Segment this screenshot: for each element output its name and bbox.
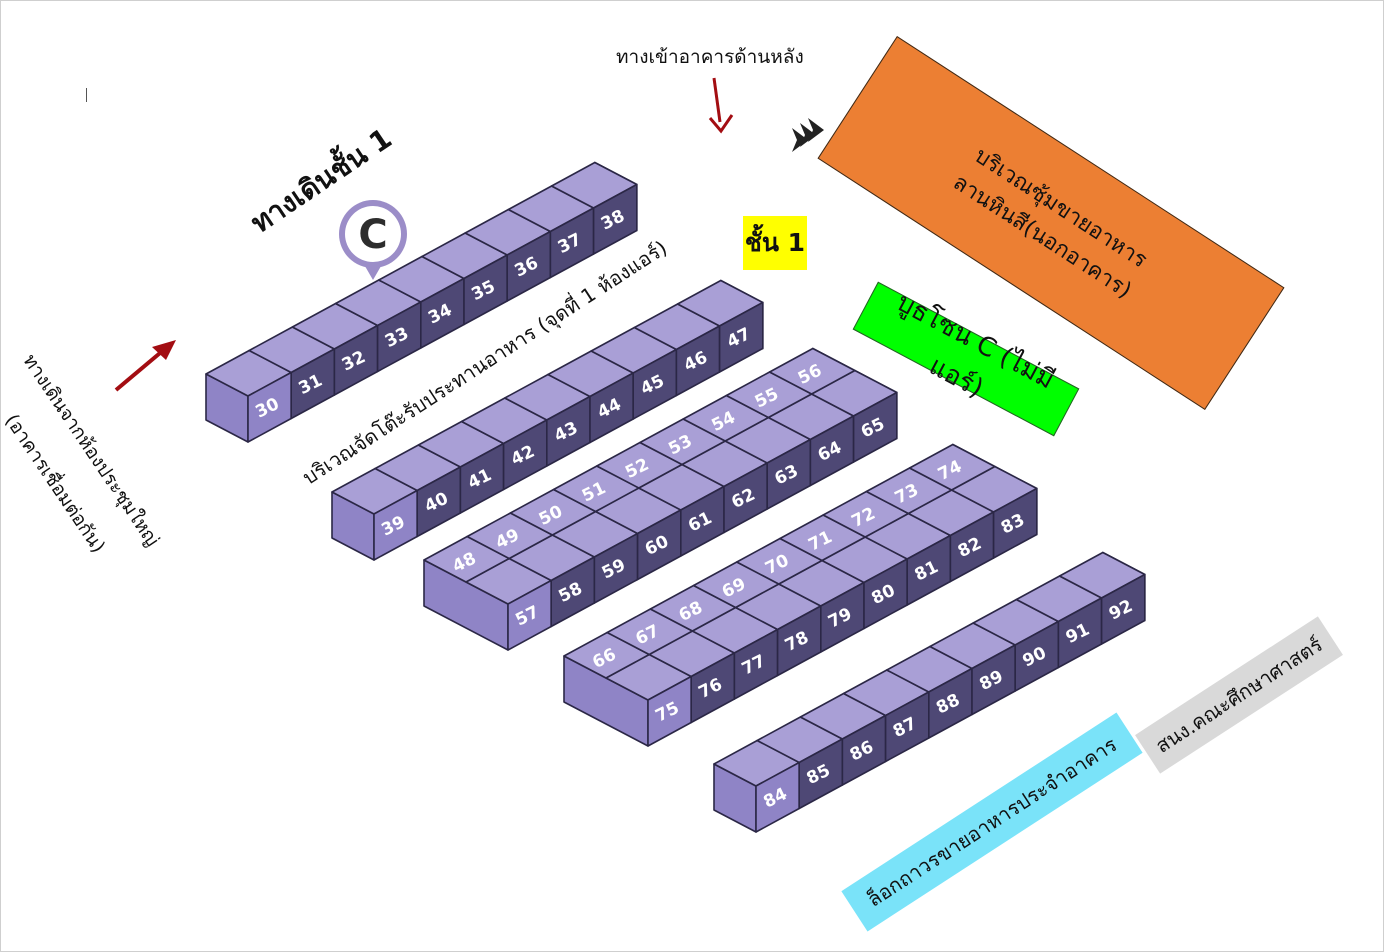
arrow-down-icon bbox=[708, 77, 734, 134]
rear-entrance-label: ทางเข้าอาคารด้านหลัง bbox=[616, 46, 804, 68]
booth-front bbox=[1100, 573, 1146, 645]
arrow-icon bbox=[114, 340, 176, 392]
booth-front bbox=[592, 183, 638, 255]
booth-front bbox=[718, 301, 764, 373]
floor-tag: ชั้น 1 bbox=[743, 216, 807, 270]
booth-top bbox=[908, 443, 996, 491]
map-pin-icon bbox=[339, 200, 407, 280]
booth-top bbox=[768, 347, 856, 395]
text-cursor bbox=[86, 88, 87, 102]
zone-marker-label: C bbox=[358, 212, 388, 258]
booth-front bbox=[852, 391, 898, 463]
chevron-right-icon bbox=[792, 118, 824, 152]
booth-front bbox=[992, 487, 1038, 559]
